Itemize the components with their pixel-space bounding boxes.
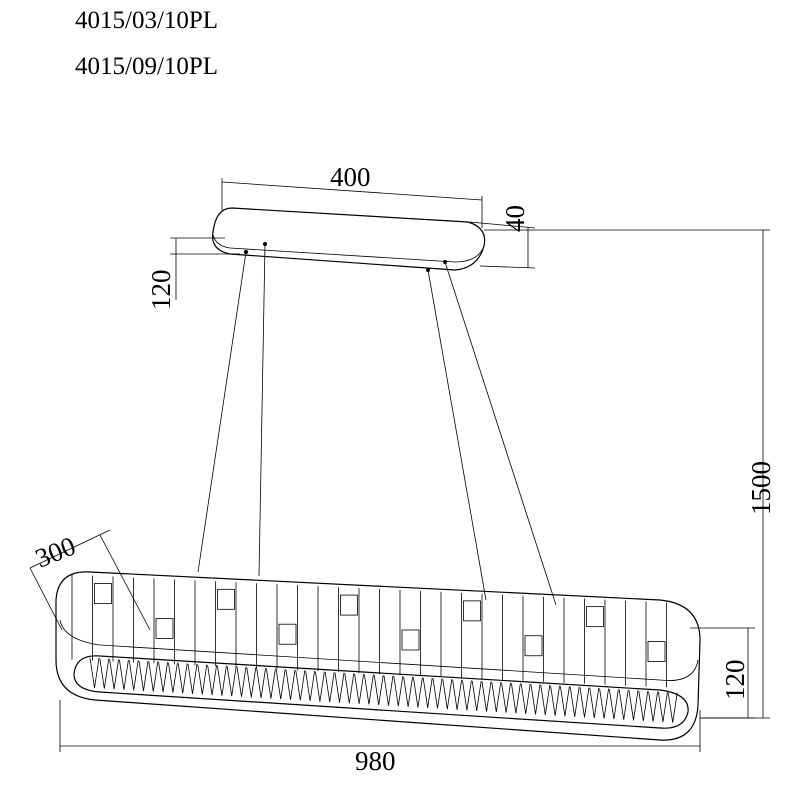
inner-crystal-drop bbox=[648, 691, 658, 722]
inner-crystal-drop bbox=[589, 687, 600, 719]
svg-text:980: 980 bbox=[355, 746, 396, 776]
inner-crystal-drop bbox=[511, 683, 521, 714]
dimension-canopy-height: 40 bbox=[469, 205, 536, 269]
inner-crystal-drop bbox=[452, 679, 462, 710]
inner-crystal-drop bbox=[315, 671, 325, 702]
inner-crystal-drop bbox=[403, 676, 413, 707]
inner-crystal-drop bbox=[138, 660, 149, 691]
inner-crystal-drop bbox=[413, 677, 423, 708]
inner-crystal-drop bbox=[187, 663, 198, 694]
inner-crystal-drop bbox=[158, 662, 168, 693]
inner-crystal-drop bbox=[168, 662, 178, 693]
crystal-square bbox=[401, 629, 420, 651]
crystal-square bbox=[586, 606, 604, 628]
inner-crystal-drop bbox=[305, 670, 315, 701]
inner-crystal-drop bbox=[540, 684, 551, 716]
inner-crystal-drop bbox=[364, 674, 374, 705]
crystal-square bbox=[463, 600, 481, 622]
inner-crystal-drop bbox=[442, 679, 453, 710]
inner-crystal-drop bbox=[266, 668, 276, 699]
inner-crystal-drop bbox=[373, 674, 384, 706]
inner-crystal-drop bbox=[569, 686, 580, 717]
inner-crystal-drop bbox=[324, 672, 335, 703]
svg-text:120: 120 bbox=[720, 660, 750, 701]
inner-crystal-drop bbox=[462, 680, 472, 711]
inner-crystal-drop bbox=[246, 667, 257, 698]
inner-crystal-drop bbox=[344, 673, 355, 704]
svg-text:40: 40 bbox=[500, 205, 530, 232]
inner-crystal-drop bbox=[491, 682, 502, 713]
dimension-ring-depth: 300 bbox=[29, 529, 151, 631]
dimension-ring-length: 980 bbox=[59, 700, 701, 776]
dimension-total-height: 1500 bbox=[484, 229, 776, 719]
svg-text:400: 400 bbox=[330, 162, 371, 192]
inner-crystal-drop bbox=[285, 669, 296, 700]
crystal-square bbox=[524, 635, 543, 657]
suspension-cables bbox=[197, 243, 557, 606]
inner-crystal-drop bbox=[236, 666, 247, 697]
crystal-square bbox=[340, 594, 358, 616]
crystal-square bbox=[647, 641, 666, 662]
inner-crystal-drop bbox=[422, 677, 433, 709]
inner-crystal-drop bbox=[99, 658, 110, 689]
dimension-ring-height: 120 bbox=[690, 627, 755, 719]
inner-crystal-drop bbox=[226, 666, 237, 697]
inner-crystal-drop bbox=[560, 686, 570, 717]
inner-crystal-drop bbox=[599, 688, 609, 719]
inner-crystal-drop bbox=[471, 680, 482, 711]
svg-text:1500: 1500 bbox=[746, 461, 776, 515]
inner-crystal-drop bbox=[618, 689, 629, 720]
inner-crystal-drop bbox=[628, 690, 639, 721]
crystal-square bbox=[155, 618, 174, 639]
inner-crystal-drop bbox=[354, 673, 364, 704]
model-code-2: 4015/09/10PL bbox=[75, 53, 218, 80]
inner-crystal-drop bbox=[658, 692, 668, 723]
inner-crystal-drop bbox=[393, 676, 404, 707]
dimension-canopy-width: 400 bbox=[221, 162, 483, 228]
inner-crystal-drop bbox=[579, 687, 590, 718]
inner-crystal-drop bbox=[256, 667, 266, 699]
inner-crystal-drop bbox=[530, 684, 541, 715]
inner-crystal-drop bbox=[109, 659, 119, 690]
inner-crystal-drop bbox=[550, 685, 560, 716]
inner-crystal-drop bbox=[148, 661, 159, 692]
inner-crystal-drop bbox=[481, 681, 492, 712]
inner-crystal-drop bbox=[128, 660, 139, 691]
model-code-1: 4015/03/10PL bbox=[75, 7, 218, 34]
dimension-canopy-offset: 120 bbox=[146, 237, 240, 311]
inner-crystal-drop bbox=[667, 692, 678, 723]
inner-crystal-drop bbox=[217, 665, 227, 696]
crystal-square bbox=[94, 583, 112, 604]
inner-crystal-drop bbox=[275, 669, 286, 700]
inner-crystal-drop bbox=[177, 663, 188, 694]
inner-crystal-drop bbox=[207, 664, 217, 696]
svg-text:120: 120 bbox=[146, 270, 176, 311]
inner-crystal-drop bbox=[383, 675, 394, 706]
inner-crystal-drop bbox=[638, 690, 649, 721]
canopy bbox=[212, 207, 486, 272]
inner-crystal-drop bbox=[501, 682, 511, 713]
inner-crystal-drop bbox=[197, 664, 208, 695]
inner-crystal-drop bbox=[89, 657, 100, 689]
inner-crystal-drop bbox=[609, 689, 619, 720]
inner-crystal-drop bbox=[334, 672, 345, 703]
inner-crystal-drop bbox=[520, 683, 531, 714]
crystal-ring bbox=[55, 571, 701, 741]
svg-text:300: 300 bbox=[31, 531, 80, 574]
crystal-square bbox=[278, 623, 297, 645]
inner-crystal-drop bbox=[119, 659, 129, 690]
inner-crystal-drop bbox=[432, 678, 443, 709]
inner-crystal-drop bbox=[295, 670, 306, 701]
crystal-square bbox=[217, 588, 235, 610]
